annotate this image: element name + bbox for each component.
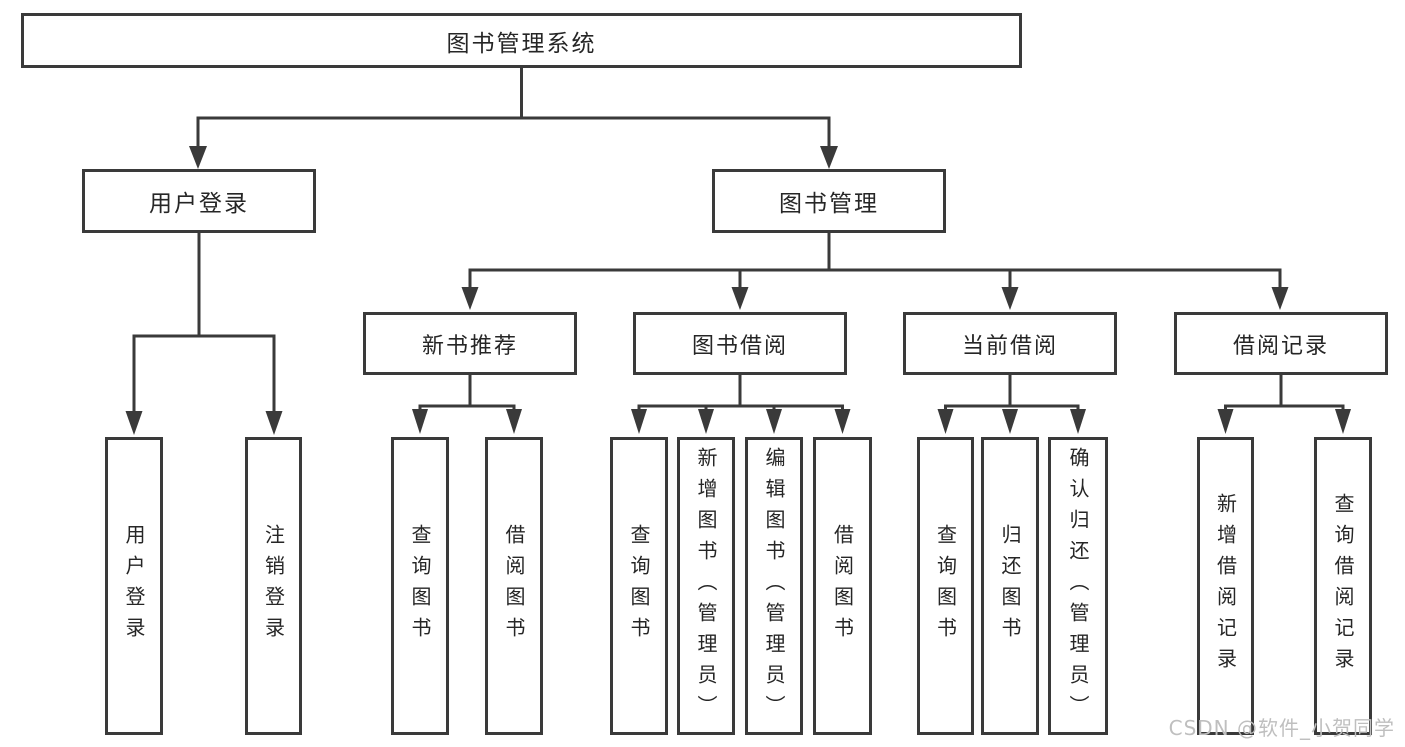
leaf-query-books-recommendation: 查询图书 (391, 437, 449, 735)
leaf-query-borrow-record: 查询借阅记录 (1314, 437, 1372, 735)
leaf-edit-book-admin: 编辑图书（管理员） (745, 437, 803, 735)
node-user-login: 用户登录 (82, 169, 316, 233)
node-book-borrowing: 图书借阅 (633, 312, 847, 375)
node-library-management-system: 图书管理系统 (21, 13, 1022, 68)
csdn-watermark: CSDN @软件_小贺同学 (1168, 716, 1395, 740)
node-new-book-recommendation: 新书推荐 (363, 312, 577, 375)
node-current-borrowing: 当前借阅 (903, 312, 1117, 375)
leaf-query-books-current: 查询图书 (917, 437, 974, 735)
leaf-logout: 注销登录 (245, 437, 302, 735)
leaf-confirm-return-admin: 确认归还（管理员） (1048, 437, 1108, 735)
leaf-borrow-books-borrowing: 借阅图书 (813, 437, 872, 735)
leaf-add-book-admin: 新增图书（管理员） (677, 437, 735, 735)
leaf-add-borrow-record: 新增借阅记录 (1197, 437, 1254, 735)
node-book-management: 图书管理 (712, 169, 946, 233)
node-borrowing-records: 借阅记录 (1174, 312, 1388, 375)
leaf-query-books-borrowing: 查询图书 (610, 437, 668, 735)
leaf-borrow-books-recommendation: 借阅图书 (485, 437, 543, 735)
leaf-user-login: 用户登录 (105, 437, 163, 735)
leaf-return-books: 归还图书 (981, 437, 1039, 735)
